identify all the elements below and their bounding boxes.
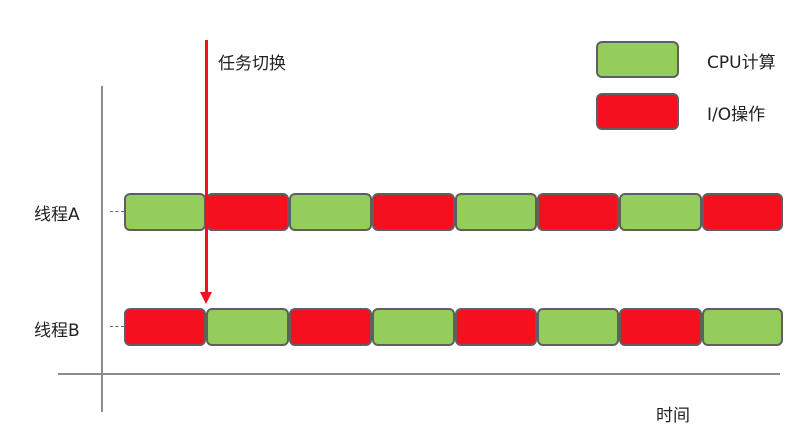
thread-a-label: 线程A — [34, 205, 80, 225]
legend-label-io: I/O操作 — [707, 105, 766, 125]
io-operation-block — [289, 308, 372, 346]
thread-a-guide-dash — [110, 211, 124, 212]
cpu-compute-block — [124, 193, 206, 231]
task-switch-label: 任务切换 — [218, 54, 286, 74]
io-operation-block — [537, 193, 619, 231]
legend-swatch-cpu — [596, 41, 679, 78]
io-operation-block — [206, 193, 289, 231]
cpu-compute-block — [619, 193, 702, 231]
legend-label-cpu: CPU计算 — [707, 53, 776, 73]
cpu-compute-block — [289, 193, 372, 231]
task-switch-arrow-line — [205, 40, 208, 296]
cpu-compute-block — [372, 308, 455, 346]
time-axis-label: 时间 — [656, 406, 690, 426]
cpu-compute-block — [702, 308, 783, 346]
io-operation-block — [124, 308, 206, 346]
io-operation-block — [455, 308, 537, 346]
cpu-compute-block — [537, 308, 619, 346]
io-operation-block — [702, 193, 783, 231]
task-switch-arrowhead-icon — [200, 292, 212, 304]
io-operation-block — [619, 308, 702, 346]
cpu-compute-block — [455, 193, 537, 231]
legend-swatch-io — [596, 93, 679, 130]
io-operation-block — [372, 193, 455, 231]
vertical-axis — [101, 86, 103, 412]
thread-b-label: 线程B — [34, 321, 80, 341]
time-axis — [58, 373, 780, 375]
thread-b-guide-dash — [110, 326, 124, 327]
cpu-compute-block — [206, 308, 289, 346]
